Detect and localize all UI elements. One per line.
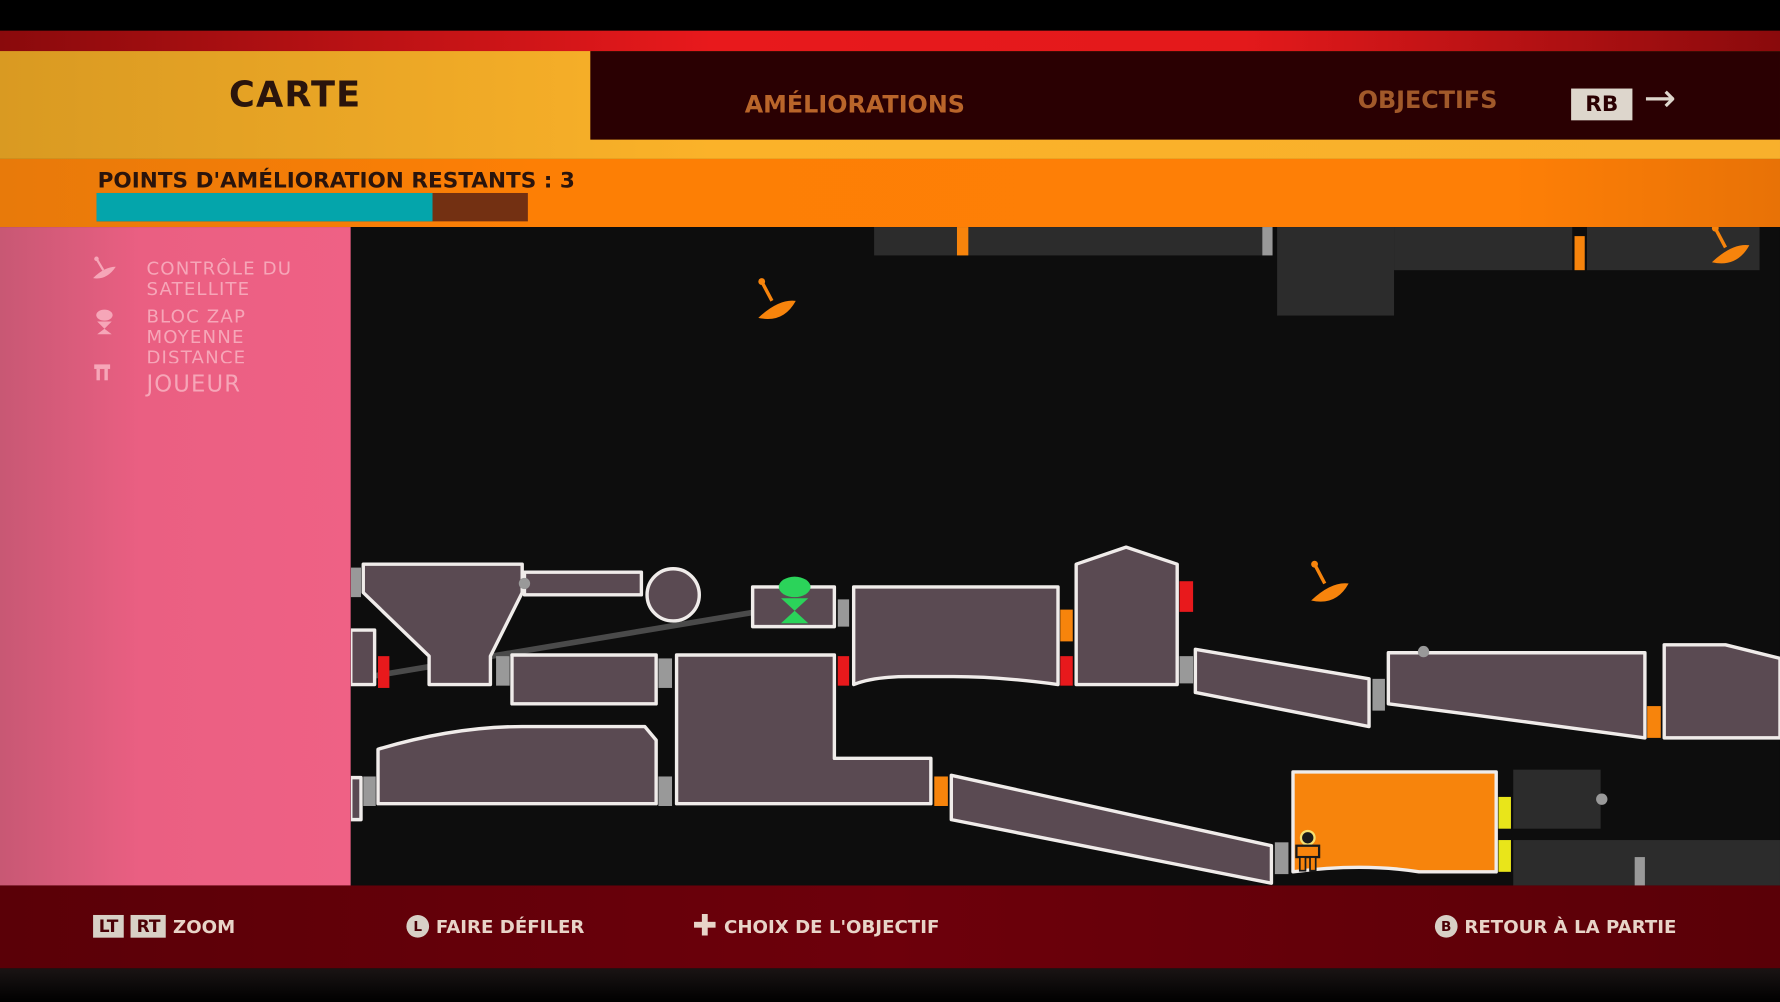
zap-block-icon bbox=[96, 309, 113, 335]
satellite-dish-icon bbox=[93, 256, 116, 279]
unexplored-room bbox=[874, 227, 1272, 256]
map-doors bbox=[350, 227, 1661, 886]
map-room bbox=[1662, 643, 1780, 740]
bottom-shade bbox=[0, 968, 1780, 1002]
unexplored-room bbox=[1513, 840, 1780, 886]
map-view[interactable] bbox=[350, 227, 1780, 886]
map-room bbox=[350, 628, 377, 687]
map-room bbox=[1386, 651, 1647, 740]
top-red-band bbox=[0, 30, 1780, 53]
hint-objective-choice[interactable]: ✚ CHOIX DE L'OBJECTIF bbox=[692, 909, 940, 944]
hint-objective-label: CHOIX DE L'OBJECTIF bbox=[724, 915, 940, 938]
legend-label-zap-block: BLOC ZAP MOYENNE DISTANCE bbox=[146, 306, 247, 364]
hint-scroll[interactable]: L FAIRE DÉFILER bbox=[406, 914, 585, 938]
map-room bbox=[1193, 647, 1371, 729]
rt-button[interactable]: RT bbox=[130, 914, 167, 938]
rb-button[interactable]: RB bbox=[1571, 88, 1633, 121]
tab-objectives[interactable]: OBJECTIFS bbox=[1357, 86, 1498, 114]
zap-block-icon bbox=[778, 576, 811, 624]
hint-zoom[interactable]: LT RT ZOOM bbox=[93, 914, 236, 938]
lt-button[interactable]: LT bbox=[93, 914, 125, 938]
map-room bbox=[645, 567, 701, 623]
map-room bbox=[350, 775, 363, 822]
b-button-icon: B bbox=[1434, 914, 1458, 938]
dpad-icon: ✚ bbox=[692, 909, 718, 944]
upgrade-points-bar-fill bbox=[96, 192, 433, 222]
hint-zoom-label: ZOOM bbox=[173, 915, 236, 938]
arrow-right-icon[interactable]: → bbox=[1643, 76, 1677, 122]
unexplored-room bbox=[1394, 227, 1573, 271]
hint-scroll-label: FAIRE DÉFILER bbox=[435, 915, 585, 938]
map-legend: CONTRÔLE DU SATELLITE BLOC ZAP MOYENNE D… bbox=[0, 227, 351, 886]
map-room bbox=[361, 562, 524, 687]
map-room bbox=[510, 653, 658, 706]
upgrade-points-bar bbox=[96, 192, 528, 222]
controls-bar bbox=[0, 885, 1780, 969]
upgrade-points-label: POINTS D'AMÉLIORATION RESTANTS : 3 bbox=[97, 168, 575, 193]
hint-back[interactable]: B RETOUR À LA PARTIE bbox=[1434, 914, 1677, 938]
map-room bbox=[949, 773, 1274, 885]
legend-label-player: JOUEUR bbox=[146, 370, 242, 398]
left-stick-icon: L bbox=[406, 914, 430, 938]
current-room bbox=[1291, 770, 1498, 874]
hint-back-label: RETOUR À LA PARTIE bbox=[1464, 915, 1677, 938]
unexplored-room bbox=[1587, 227, 1760, 271]
unexplored-room bbox=[1513, 769, 1601, 829]
map-room bbox=[522, 570, 644, 597]
player-icon bbox=[1295, 829, 1321, 872]
map-room bbox=[674, 653, 933, 806]
map-room bbox=[851, 585, 1060, 687]
map-room bbox=[1074, 545, 1179, 687]
legend-label-satellite: CONTRÔLE DU SATELLITE bbox=[146, 257, 293, 300]
unexplored-rooms bbox=[874, 227, 1780, 886]
map-room bbox=[376, 724, 658, 806]
player-icon bbox=[94, 364, 111, 381]
map-canvas[interactable] bbox=[350, 227, 1780, 886]
tab-upgrades[interactable]: AMÉLIORATIONS bbox=[744, 90, 965, 119]
tab-map[interactable]: CARTE bbox=[228, 74, 362, 116]
satellite-dish-icon bbox=[758, 227, 1750, 602]
unexplored-room bbox=[1277, 227, 1395, 316]
